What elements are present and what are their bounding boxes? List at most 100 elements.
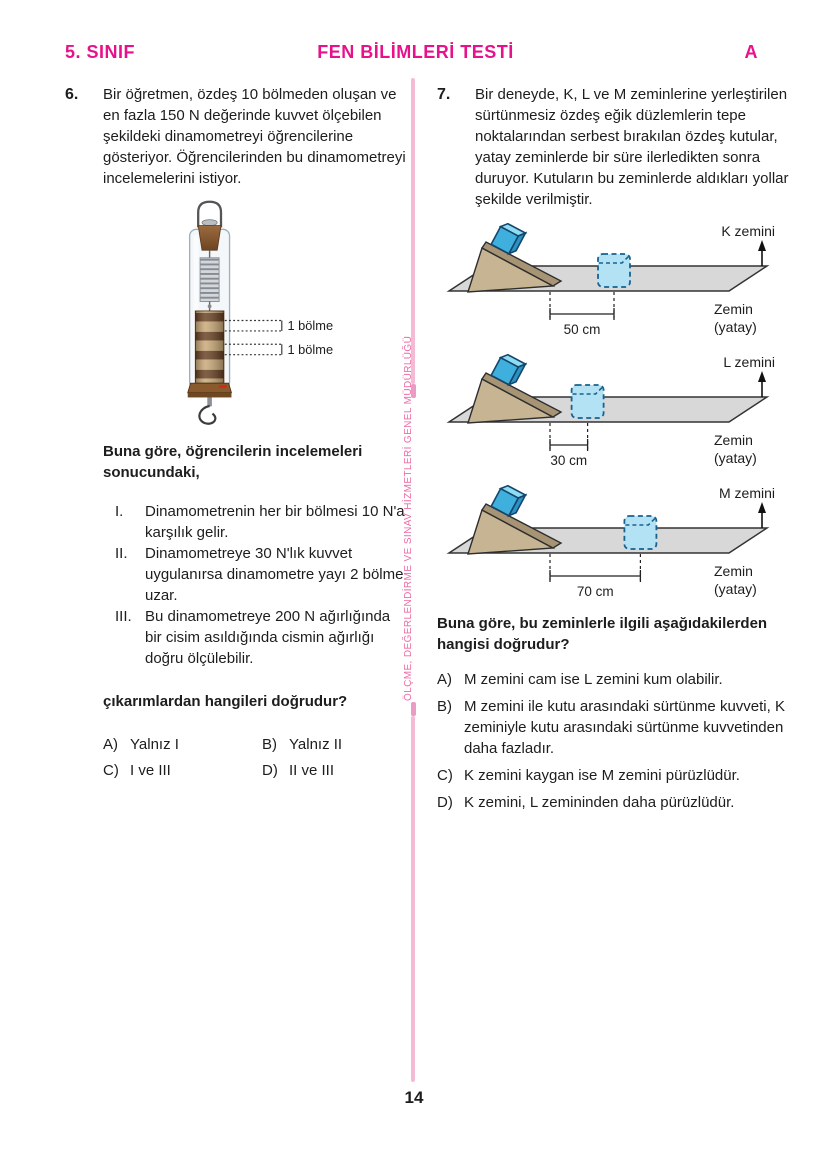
- q6-option-d-label: D): [262, 762, 278, 779]
- ground-label-line2: (yatay): [714, 450, 757, 466]
- q7-option-b: B) M zemini ile kutu arasındaki sürtünme…: [437, 696, 803, 759]
- surface-arrowhead-icon: [758, 502, 766, 513]
- question-7-number: 7.: [437, 86, 451, 103]
- question-6: 6. Bir öğretmen, özdeş 10 bölmeden oluşa…: [65, 84, 410, 781]
- wing-nut-icon: [201, 219, 218, 227]
- column-divider-bottom: [411, 716, 415, 1082]
- q7-option-b-label: B): [437, 698, 452, 715]
- question-6-text: Bir öğretmen, özdeş 10 bölmeden oluşan v…: [103, 86, 406, 187]
- q6-option-d-text: II ve III: [289, 762, 335, 779]
- statement-1-numeral: I.: [115, 503, 124, 520]
- division-label-2: 1 bölme: [288, 342, 334, 357]
- division-label-1: 1 bölme: [288, 318, 334, 333]
- box-on-ramp: [490, 222, 528, 256]
- statement-3: III. Bu dinamometreye 200 N ağırlığında …: [115, 606, 410, 669]
- q7-option-a-label: A): [437, 671, 452, 688]
- divider-nub-top: [410, 384, 416, 398]
- statement-3-numeral: III.: [115, 608, 132, 625]
- spring-hook-joint: [207, 304, 212, 309]
- statement-2: II. Dinamometreye 30 N'lık kuvvet uygula…: [115, 543, 410, 606]
- top-hanger-loop-icon: [197, 200, 223, 228]
- dynamometer-figure: 1 bölme 1 bölme: [183, 197, 410, 431]
- question-7-options: A) M zemini cam ise L zemini kum olabili…: [437, 669, 803, 813]
- ramp-top-face: [480, 503, 563, 549]
- q6-option-b-text: Yalnız II: [289, 736, 343, 753]
- page-number: 14: [404, 1088, 424, 1107]
- q7-option-a-text: M zemini cam ise L zemini kum olabilir.: [464, 671, 723, 688]
- q6-option-a-text: Yalnız I: [130, 736, 179, 753]
- incline-diagram: K zemini Zemin (yatay) 50 cm: [446, 222, 775, 337]
- statement-2-text: Dinamometreye 30 N'lık kuvvet uygulanırs…: [145, 545, 404, 604]
- question-7: 7. Bir deneyde, K, L ve M zeminlerine ye…: [437, 84, 803, 819]
- q6-option-a: A) Yalnız I: [103, 734, 262, 755]
- red-pointer: [219, 385, 227, 388]
- cylinder-shading: [195, 311, 224, 384]
- divider-nub-bottom: [410, 702, 416, 716]
- dim-label: 70 cm: [577, 584, 614, 599]
- dynamometer-illustration: 1 bölme 1 bölme: [187, 200, 334, 425]
- surface-label: K zemini: [721, 223, 775, 239]
- statement-3-text: Bu dinamometreye 200 N ağırlığında bir c…: [145, 608, 391, 667]
- surface-label: L zemini: [723, 354, 775, 370]
- q6-option-b: B) Yalnız II: [262, 734, 410, 755]
- box-on-ramp: [490, 484, 528, 518]
- statement-1: I. Dinamometrenin her bir bölmesi 10 N'a…: [115, 501, 410, 543]
- q6-option-c: C) I ve III: [103, 760, 262, 781]
- division-leader-2: [224, 343, 283, 356]
- page-header: 5. SINIF FEN BİLİMLERİ TESTİ A: [65, 42, 766, 68]
- ground-label-line2: (yatay): [714, 581, 757, 597]
- ground-label-line2: (yatay): [714, 319, 757, 335]
- dim-label: 50 cm: [564, 322, 601, 337]
- ground-label-line1: Zemin: [714, 301, 753, 317]
- spring-coil: [199, 257, 220, 302]
- q6-option-b-label: B): [262, 736, 277, 753]
- ground-label-line1: Zemin: [714, 432, 753, 448]
- top-cap: [197, 225, 222, 251]
- question-6-stem: çıkarımlardan hangileri doğrudur?: [103, 693, 348, 710]
- q7-option-c: C) K zemini kaygan ise M zemini pürüzlüd…: [437, 765, 803, 786]
- statement-2-numeral: II.: [115, 545, 128, 562]
- question-6-statements: I. Dinamometrenin her bir bölmesi 10 N'a…: [115, 501, 410, 669]
- q6-option-a-label: A): [103, 736, 118, 753]
- q6-option-c-label: C): [103, 762, 119, 779]
- column-divider-top: [411, 78, 415, 384]
- ramp-top-face: [480, 241, 563, 287]
- box-on-ramp: [490, 353, 528, 387]
- bottom-cap-rim: [187, 392, 232, 398]
- incline-diagram: L zemini Zemin (yatay) 30 cm: [446, 353, 775, 468]
- q7-option-d-label: D): [437, 794, 453, 811]
- q7-diagrams: K zemini Zemin (yatay) 50 cm: [437, 220, 803, 606]
- stopped-box: [623, 515, 658, 550]
- booklet-letter: A: [744, 42, 758, 62]
- bottom-hook-icon: [198, 404, 217, 425]
- grade-label: 5. SINIF: [65, 42, 136, 62]
- question-6-number: 6.: [65, 86, 79, 103]
- question-7-stem: Buna göre, bu zeminlerle ilgili aşağıdak…: [437, 615, 768, 653]
- q6-option-c-text: I ve III: [130, 762, 171, 779]
- division-leader-1: [224, 319, 283, 332]
- q7-option-c-text: K zemini kaygan ise M zemini pürüzlüdür.: [464, 767, 740, 784]
- bottom-cap: [187, 382, 233, 394]
- surface-label: M zemini: [719, 485, 775, 501]
- question-7-text: Bir deneyde, K, L ve M zeminlerine yerle…: [475, 86, 789, 208]
- hook-stem: [207, 397, 212, 407]
- q7-option-d-text: K zemini, L zemininden daha pürüzlüdür.: [464, 794, 735, 811]
- surface-arrowhead-icon: [758, 240, 766, 251]
- statement-1-text: Dinamometrenin her bir bölmesi 10 N'a ka…: [145, 503, 405, 541]
- incline-diagram: M zemini Zemin (yatay) 70 cm: [446, 484, 775, 599]
- q7-option-d: D) K zemini, L zemininden daha pürüzlüdü…: [437, 792, 803, 813]
- question-6-stem-lead: Buna göre, öğrencilerin incelemeleri son…: [103, 443, 363, 481]
- stopped-box: [570, 384, 605, 419]
- tube-highlight: [193, 235, 199, 384]
- q7-option-b-text: M zemini ile kutu arasındaki sürtünme ku…: [464, 698, 785, 757]
- q7-option-a: A) M zemini cam ise L zemini kum olabili…: [437, 669, 803, 690]
- ramp-top-face: [480, 372, 563, 418]
- test-title: FEN BİLİMLERİ TESTİ: [317, 42, 514, 62]
- ground-label-line1: Zemin: [714, 563, 753, 579]
- dim-label: 30 cm: [550, 453, 587, 468]
- q7-option-c-label: C): [437, 767, 453, 784]
- surface-arrowhead-icon: [758, 371, 766, 382]
- q6-option-d: D) II ve III: [262, 760, 410, 781]
- stopped-box: [597, 253, 631, 288]
